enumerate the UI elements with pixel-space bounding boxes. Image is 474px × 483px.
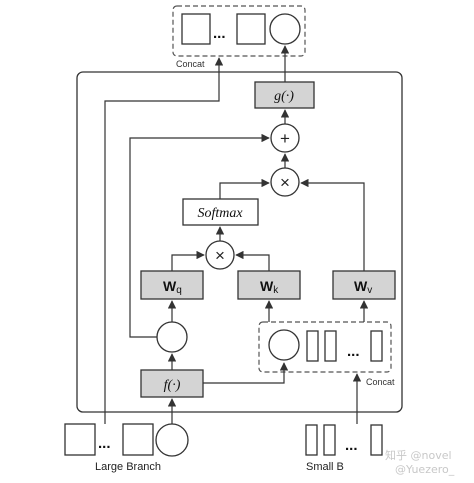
large-branch-square-2 bbox=[122, 423, 154, 456]
multiply-mid-symbol: × bbox=[215, 246, 225, 265]
softmax-label: Softmax bbox=[197, 206, 243, 221]
arrow-wq-to-times bbox=[171, 250, 205, 271]
large-branch-square-1 bbox=[64, 423, 96, 456]
arrow-f-to-concat-circle bbox=[203, 362, 289, 384]
arrow-wv-to-times bbox=[300, 178, 365, 271]
concat-right-bar-1 bbox=[306, 330, 319, 362]
watermark-line-1: 知乎 @novel bbox=[385, 448, 452, 462]
small-branch-label: Small B bbox=[306, 461, 344, 473]
concat-top-square-1 bbox=[181, 13, 211, 45]
main-block bbox=[76, 71, 403, 413]
concat-right-circle bbox=[268, 329, 300, 361]
concat-top-circle bbox=[269, 13, 301, 45]
small-branch-bar-3 bbox=[370, 424, 383, 456]
concat-right-bar-2 bbox=[324, 330, 337, 362]
concat-top-group bbox=[172, 5, 306, 57]
add-symbol: + bbox=[280, 129, 290, 148]
watermark-line-2: @Yuezero_ bbox=[395, 463, 455, 476]
arrow-softmax-to-times bbox=[219, 178, 270, 199]
small-branch-bar-1 bbox=[305, 424, 318, 456]
concat-top-label: Concat bbox=[176, 59, 205, 69]
wk-label: Wk bbox=[260, 278, 279, 296]
concat-top-dots: ... bbox=[213, 25, 226, 42]
large-branch-dots: ... bbox=[98, 435, 111, 452]
arrow-wk-to-times bbox=[235, 250, 270, 271]
small-branch-bar-2 bbox=[323, 424, 336, 456]
wk-box bbox=[237, 270, 301, 300]
concat-right-label: Concat bbox=[366, 377, 395, 387]
large-branch-label: Large Branch bbox=[95, 461, 161, 473]
concat-right-group bbox=[258, 321, 392, 373]
arrow-residual-to-plus bbox=[129, 133, 270, 338]
wq-box bbox=[140, 270, 204, 300]
large-branch-input-circle bbox=[155, 423, 189, 457]
concat-top-square-2 bbox=[236, 13, 266, 45]
softmax-box bbox=[182, 198, 259, 226]
g-function-label: g(·) bbox=[274, 89, 294, 104]
multiply-top-symbol: × bbox=[280, 173, 290, 192]
large-branch-feature-circle bbox=[156, 321, 188, 353]
f-function-label: f(·) bbox=[164, 378, 181, 393]
wv-label: Wv bbox=[354, 278, 372, 296]
arrow-large-skip-to-concat bbox=[104, 57, 224, 424]
wq-label: Wq bbox=[163, 278, 182, 296]
concat-right-dots: ... bbox=[347, 343, 360, 360]
small-branch-dots: ... bbox=[345, 437, 358, 454]
concat-right-bar-3 bbox=[370, 330, 383, 362]
